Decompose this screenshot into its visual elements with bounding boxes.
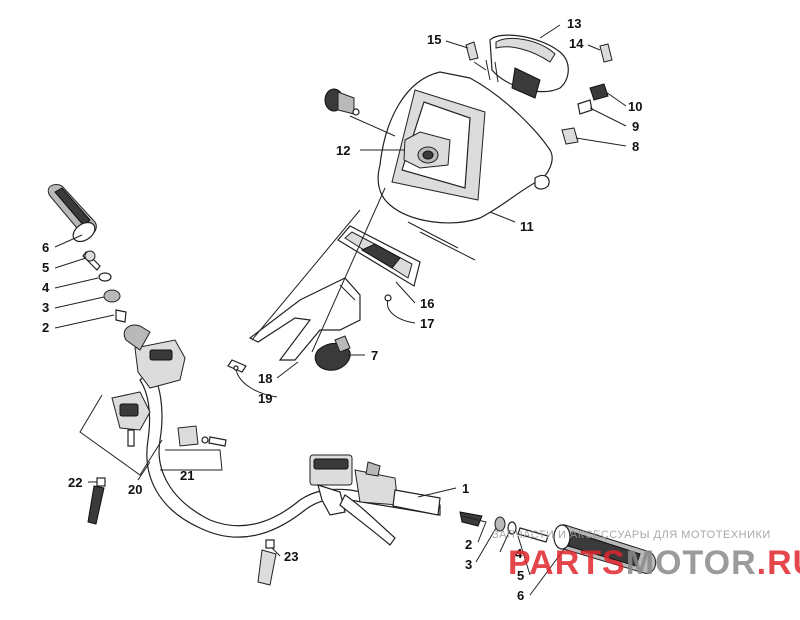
callout-19: 19	[258, 391, 272, 406]
callout-7: 7	[371, 348, 378, 363]
callout-13: 13	[567, 16, 581, 31]
left-grip-part-6	[47, 183, 97, 243]
callout-4-left: 4	[42, 280, 50, 295]
callout-17: 17	[420, 316, 434, 331]
callout-11: 11	[520, 219, 534, 234]
callout-3-left: 3	[42, 300, 49, 315]
callout-12: 12	[336, 143, 350, 158]
leader-lines	[54, 24, 627, 596]
callout-6-right: 6	[517, 588, 524, 603]
lamp-part-8	[561, 127, 579, 145]
left-switch-housing	[123, 324, 186, 389]
callout-2-left: 2	[42, 320, 49, 335]
watermark-logo-part1: PARTS	[508, 544, 626, 582]
callout-2-right: 2	[465, 537, 472, 552]
callout-18: 18	[258, 371, 272, 386]
watermark-logo-part3: .RU	[757, 544, 800, 582]
gauge-part-13	[485, 34, 569, 99]
watermark-tagline: ЗАПЧАСТИ И АКСЕССУАРЫ ДЛЯ МОТОТЕХНИКИ	[492, 529, 771, 541]
connector-part-23	[257, 539, 277, 586]
right-grip-part-6	[553, 524, 657, 574]
callout-3-right: 3	[465, 557, 472, 572]
watermark-logo-text: PARTSMOTOR.RU	[508, 544, 800, 582]
lamp-part-9	[577, 99, 593, 115]
callout-23: 23	[284, 549, 298, 564]
bracket-part-18	[248, 277, 361, 361]
watermark-logo: ЗАПЧАСТИ И АКСЕССУАРЫ ДЛЯ МОТОТЕХНИКИ PA…	[492, 529, 800, 582]
accessory-outlet-part-12	[403, 131, 451, 169]
bulb-part-14	[599, 43, 613, 63]
callout-22: 22	[68, 475, 82, 490]
callout-14: 14	[569, 36, 584, 51]
spacer-part-3-right	[494, 516, 506, 532]
bezel-part-16	[337, 225, 421, 287]
bolt-part-5	[82, 250, 101, 271]
callout-5-left: 5	[42, 260, 49, 275]
connector-part-22	[87, 477, 106, 525]
bolt-part-5-right	[517, 527, 549, 543]
callout-16: 16	[420, 296, 434, 311]
clamp-part-21	[177, 425, 227, 447]
watermark-logo-part2: MOTOR	[626, 544, 757, 582]
indicator-part-10	[589, 83, 609, 101]
callout-5-right: 5	[517, 568, 524, 583]
insert-part-2	[115, 309, 127, 323]
callout-20: 20	[128, 482, 142, 497]
callout-21: 21	[180, 468, 194, 483]
power-point-part-12	[324, 88, 360, 116]
callout-9: 9	[632, 119, 639, 134]
screw-part-19	[227, 359, 247, 373]
handlebar-part-20	[139, 371, 441, 538]
callout-15: 15	[427, 32, 441, 47]
callout-4-right: 4	[515, 546, 523, 561]
bulb-part-15	[465, 41, 479, 61]
callout-6-left: 6	[42, 240, 49, 255]
switch-part-7	[314, 335, 351, 371]
spacer-part-3	[103, 289, 121, 303]
callout-labels: 1 2 2 3 3 4 4 5 5 6 6 7 8 9 10 11 12 13 …	[42, 16, 642, 603]
washer-part-4	[98, 272, 112, 282]
callout-10: 10	[628, 99, 642, 114]
key-switch-left	[111, 391, 151, 447]
callout-8: 8	[632, 139, 639, 154]
insert-part-2-right	[459, 511, 483, 527]
callout-1: 1	[462, 481, 469, 496]
